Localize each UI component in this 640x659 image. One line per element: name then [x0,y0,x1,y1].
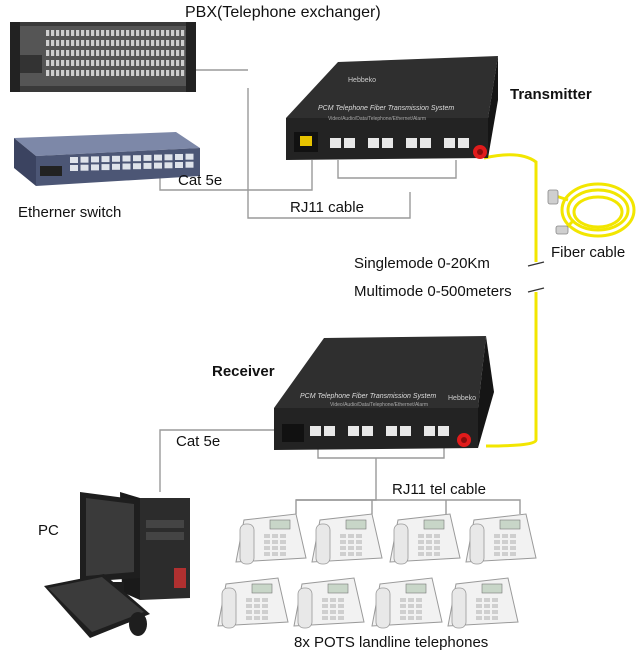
telephones [217,513,537,629]
pbx-rack [10,22,196,92]
svg-text:Video/Audio/Data/Telephone/Eth: Video/Audio/Data/Telephone/Ethernet/Alar… [328,116,426,122]
svg-text:Video/Audio/Data/Telephone/Eth: Video/Audio/Data/Telephone/Ethernet/Alar… [330,402,428,408]
pc-workstation [44,492,190,638]
cat5e-bottom-label: Cat 5e [176,433,221,450]
telephone-7 [371,577,443,629]
tel-cable-line [296,499,521,514]
fiber-cable-label: Fiber cable [551,244,626,261]
fiber-cable-reel [555,182,636,238]
telephone-5 [217,577,289,629]
cat5e-top-label: Cat 5e [178,172,223,189]
rj11-cable-label: RJ11 cable [290,199,364,216]
receiver-label: Receiver [212,363,275,380]
svg-text:Hebbeko: Hebbeko [348,77,376,84]
svg-text:Hebbeko: Hebbeko [448,395,476,402]
singlemode-label: Singlemode 0-20Km [354,255,490,272]
telephone-6 [293,577,365,629]
telephone-2 [311,513,383,565]
fiber-connectors [547,189,569,235]
receiver-rj11-bracket [317,448,445,459]
switch-label: Etherner switch [18,204,122,221]
svg-text:PCM Telephone Fiber Transmissi: PCM Telephone Fiber Transmission System [318,105,454,112]
transmitter-label: Transmitter [510,86,592,103]
telephone-1 [235,513,307,565]
tel-cable-drop [295,458,377,514]
pbx-label: PBX(Telephone exchanger) [185,4,381,21]
receiver-device: PCM Telephone Fiber Transmission System … [274,336,494,450]
pbx-rj11-cable [247,88,411,219]
rj11-tel-cable-label: RJ11 tel cable [392,481,486,498]
pc-label: PC [38,522,59,539]
telephones-label: 8x POTS landline telephones [294,634,489,651]
transmitter-rj11-bracket [337,160,457,179]
telephone-3 [389,513,461,565]
telephone-4 [465,513,537,565]
fiber-break-marks [527,261,545,293]
telephone-8 [447,577,519,629]
ethernet-switch [14,132,200,186]
multimode-label: Multimode 0-500meters [354,283,512,300]
svg-text:PCM Telephone Fiber Transmissi: PCM Telephone Fiber Transmission System [300,393,436,400]
fiber-cable [483,153,538,448]
receiver-cat5e-cable [159,429,290,492]
transmitter-device: PCM Telephone Fiber Transmission System … [286,56,498,160]
